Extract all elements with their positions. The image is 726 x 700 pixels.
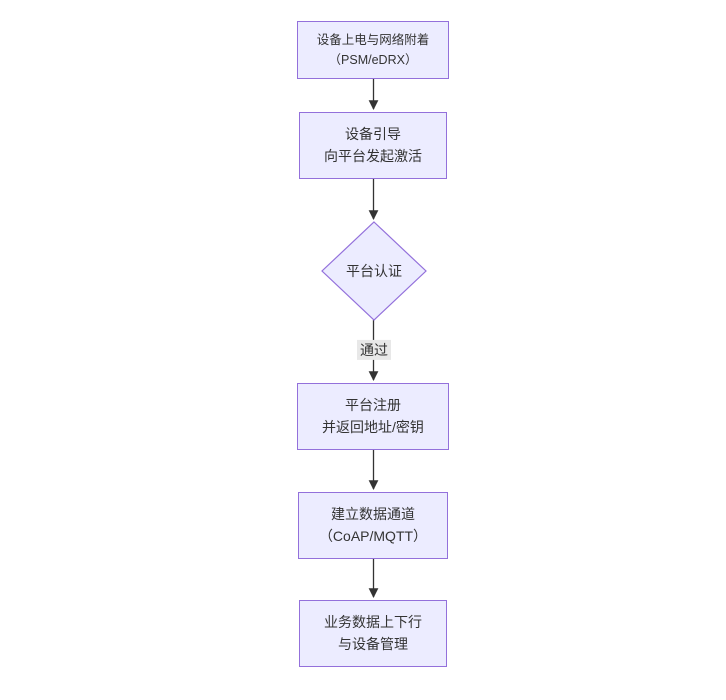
node-platform-auth-label: 平台认证	[346, 263, 402, 279]
node-bootstrap-line1: 设备引导	[345, 125, 401, 142]
node-data-channel-line1: 建立数据通道	[331, 505, 415, 522]
node-platform-register: 平台注册 并返回地址/密钥	[297, 383, 449, 450]
node-power-attach-line2: （PSM/eDRX）	[328, 53, 418, 67]
node-platform-register-line2: 并返回地址/密钥	[322, 418, 424, 435]
edge-label-pass: 通过	[357, 339, 391, 361]
node-data-channel-line2: （CoAP/MQTT）	[318, 527, 428, 544]
decision-diamond-shape	[321, 221, 427, 321]
node-business-data-line2: 与设备管理	[338, 635, 408, 652]
node-business-data-line1: 业务数据上下行	[324, 613, 422, 630]
node-bootstrap-line2: 向平台发起激活	[324, 147, 422, 164]
node-platform-auth: 平台认证	[322, 222, 426, 320]
node-platform-register-line1: 平台注册	[345, 396, 401, 413]
node-business-data: 业务数据上下行 与设备管理	[299, 600, 447, 667]
node-power-attach: 设备上电与网络附着 （PSM/eDRX）	[297, 21, 449, 79]
node-data-channel: 建立数据通道 （CoAP/MQTT）	[298, 492, 448, 559]
node-power-attach-line1: 设备上电与网络附着	[316, 33, 430, 47]
node-bootstrap: 设备引导 向平台发起激活	[299, 112, 447, 179]
